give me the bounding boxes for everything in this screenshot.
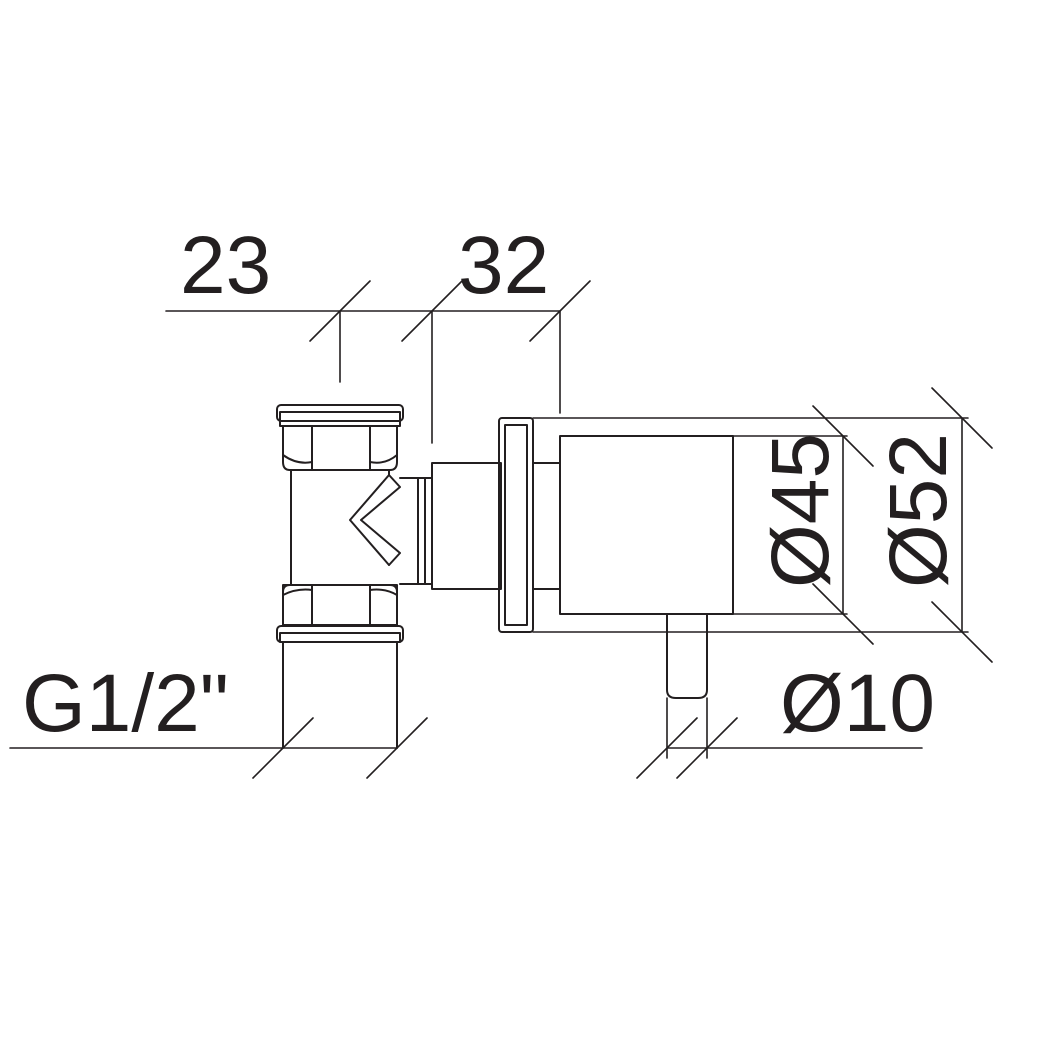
lever-pin <box>666 613 708 759</box>
dimension-52-label: Ø52 <box>873 433 964 588</box>
dimension-diameter-45: Ø45 <box>755 405 874 645</box>
flange-plate <box>498 417 561 633</box>
dimension-45-label: Ø45 <box>755 433 846 588</box>
dimension-10-label: Ø10 <box>780 658 935 749</box>
dimension-23-label: 23 <box>180 220 271 311</box>
dimension-thread: G1/2" <box>9 658 428 779</box>
dimension-diameter-10: Ø10 <box>636 658 935 779</box>
valve-body <box>276 404 404 749</box>
dimension-32-label: 32 <box>458 220 549 311</box>
dimension-diameter-52: Ø52 <box>873 387 993 663</box>
valve-stem <box>399 462 502 590</box>
handle-knob <box>532 417 969 633</box>
thread-label: G1/2" <box>22 658 229 749</box>
dimension-top: 23 32 <box>165 220 591 444</box>
